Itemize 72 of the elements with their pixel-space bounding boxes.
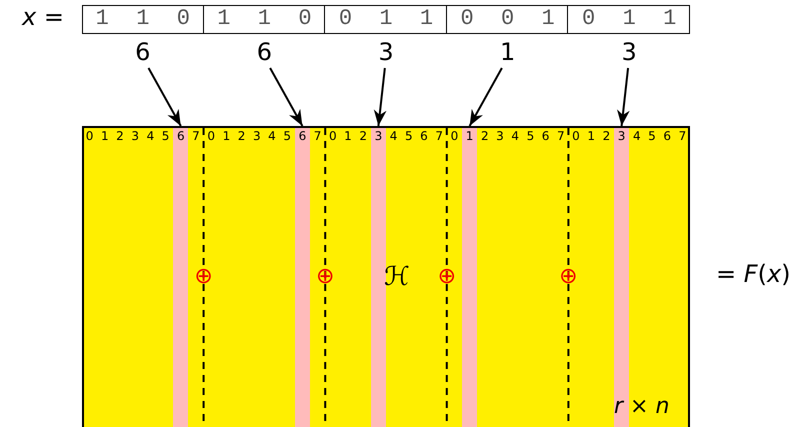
bit-digit: 1 [622, 6, 637, 32]
column-index: 0 [571, 128, 581, 144]
column-index: 3 [130, 128, 140, 144]
bit-digit: 1 [135, 6, 150, 32]
index-number: 1 [496, 38, 520, 66]
xor-symbol: ⊕ [314, 264, 336, 290]
column-index: 6 [540, 128, 550, 144]
bit-digit: 0 [176, 6, 191, 32]
xor-symbol: ⊕ [436, 264, 458, 290]
column-index: 0 [84, 128, 94, 144]
column-index: 7 [678, 128, 688, 144]
bit-digit: 1 [662, 6, 678, 32]
bit-digit: 1 [418, 6, 434, 32]
highlight-column: 1 [462, 128, 478, 427]
column-index: 5 [160, 128, 170, 144]
column-index: 3 [495, 128, 505, 144]
arrow [148, 68, 182, 126]
bit-digit: 0 [581, 6, 596, 32]
result-label: = F(x) [716, 260, 791, 288]
arrow [468, 68, 503, 126]
bit-digit: 0 [500, 6, 516, 32]
xor-symbol: ⊕ [558, 264, 579, 290]
bit-digit: 0 [459, 6, 475, 32]
column-index: 6 [662, 128, 672, 144]
column-index: 0 [328, 128, 338, 144]
column-index: 0 [206, 128, 216, 144]
column-index: 2 [115, 128, 125, 144]
column-index: 7 [191, 128, 201, 144]
column-index: 7 [312, 128, 322, 144]
column-index: 1 [586, 128, 596, 144]
column-index: 3 [252, 128, 262, 144]
column-index: 5 [647, 128, 657, 144]
arrow [374, 68, 387, 126]
column-index: 5 [404, 128, 414, 144]
column-index: 1 [100, 128, 110, 144]
column-index: 4 [388, 128, 398, 144]
column-index: 2 [358, 128, 368, 144]
matrix-block [82, 126, 690, 427]
bit-digit: 0 [338, 6, 354, 32]
column-index: 1 [343, 128, 353, 144]
index-number: 3 [617, 38, 642, 66]
bit-digit: 1 [256, 6, 272, 32]
highlight-column: 3 [370, 128, 386, 427]
highlight-column: 6 [173, 128, 188, 427]
column-index: 4 [267, 128, 277, 144]
column-index: 5 [526, 128, 536, 144]
column-index: 1 [222, 128, 232, 144]
column-index: 2 [602, 128, 612, 144]
index-number: 3 [374, 38, 398, 66]
column-index: 2 [480, 128, 490, 144]
column-index: 5 [282, 128, 292, 144]
column-index: 4 [146, 128, 156, 144]
arrow [617, 68, 630, 126]
column-index: 0 [450, 128, 460, 144]
column-index: 4 [632, 128, 642, 144]
index-number: 6 [252, 38, 276, 66]
xor-symbol: ⊕ [193, 264, 214, 290]
column-index: 7 [556, 128, 566, 144]
bit-digit: 1 [216, 6, 232, 32]
arrow [269, 68, 304, 126]
column-index: 7 [434, 128, 444, 144]
bit-digit: 1 [94, 6, 110, 32]
bit-digit: 0 [297, 6, 313, 32]
highlight-column: 6 [294, 128, 310, 427]
bit-digit: 1 [378, 6, 394, 32]
column-index: 4 [510, 128, 520, 144]
index-number: 6 [130, 38, 155, 66]
variable-label: x = [22, 3, 64, 31]
dimension-label: r × n [614, 394, 670, 420]
column-index: 6 [419, 128, 429, 144]
column-index: 2 [236, 128, 246, 144]
bit-digit: 1 [540, 6, 556, 32]
